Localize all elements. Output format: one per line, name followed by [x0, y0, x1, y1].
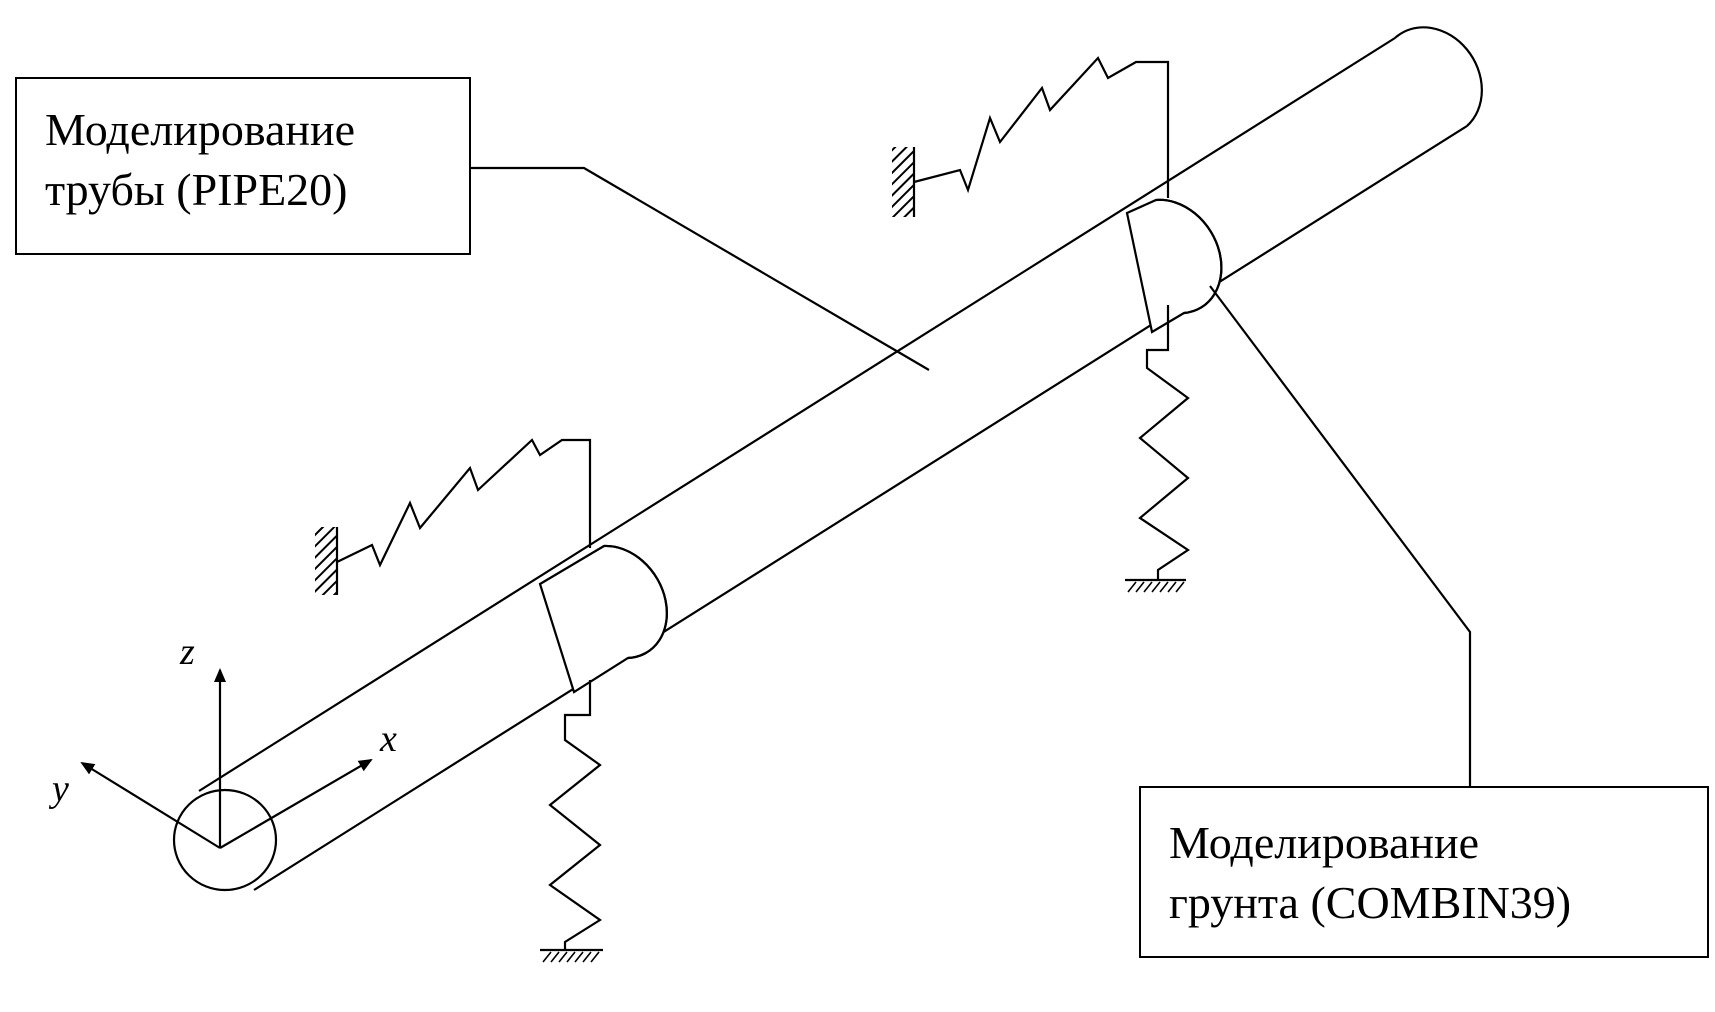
right-soil-sleeve: [1125, 198, 1223, 334]
left-vertical-spring-coil: [548, 680, 602, 950]
y-axis-label: y: [52, 768, 69, 810]
x-axis-arrow: [219, 758, 373, 849]
soil-label-line2: грунта (COMBIN39): [1169, 877, 1572, 928]
right-sleeve-band: [1125, 198, 1223, 334]
pipe-bottom-edge: [253, 125, 1468, 891]
left-horizontal-spring: [315, 438, 592, 595]
left-soil-sleeve: [538, 544, 668, 694]
right-horizontal-spring: [892, 56, 1170, 217]
right-horizontal-spring-coil: [913, 56, 1170, 198]
left-sleeve-rim: [603, 544, 668, 660]
pipe-top-edge: [198, 37, 1396, 792]
pipe-near-end-circle: [172, 788, 278, 892]
pipe-label-line1: Моделирование: [45, 104, 356, 155]
soil-label-line1: Моделирование: [1169, 817, 1480, 868]
soil-label-box: Моделирование грунта (COMBIN39): [1139, 786, 1709, 958]
coordinate-axes: [80, 668, 373, 849]
left-horizontal-wall-hatch: [315, 527, 337, 595]
soil-label-leader: [1209, 285, 1472, 786]
x-axis-label: x: [380, 718, 397, 760]
z-axis-label: z: [180, 631, 195, 673]
pipe-far-end-cap: [1394, 26, 1483, 127]
y-axis-arrow: [80, 761, 221, 849]
right-horizontal-wall-hatch: [892, 147, 914, 217]
pipe-label-box: Моделирование трубы (PIPE20): [15, 77, 471, 255]
left-sleeve-band: [538, 544, 668, 694]
pipe-label-leader: [470, 166, 930, 371]
left-ground-hatch: [542, 951, 600, 963]
pipe-body: [172, 26, 1483, 892]
right-vertical-spring-coil: [1138, 305, 1190, 580]
left-horizontal-spring-coil: [336, 438, 592, 568]
right-ground-hatch: [1127, 581, 1185, 593]
left-vertical-spring: [540, 680, 603, 963]
right-sleeve-rim: [1155, 198, 1223, 315]
right-vertical-spring: [1125, 305, 1190, 593]
pipe-label-line2: трубы (PIPE20): [45, 164, 348, 215]
